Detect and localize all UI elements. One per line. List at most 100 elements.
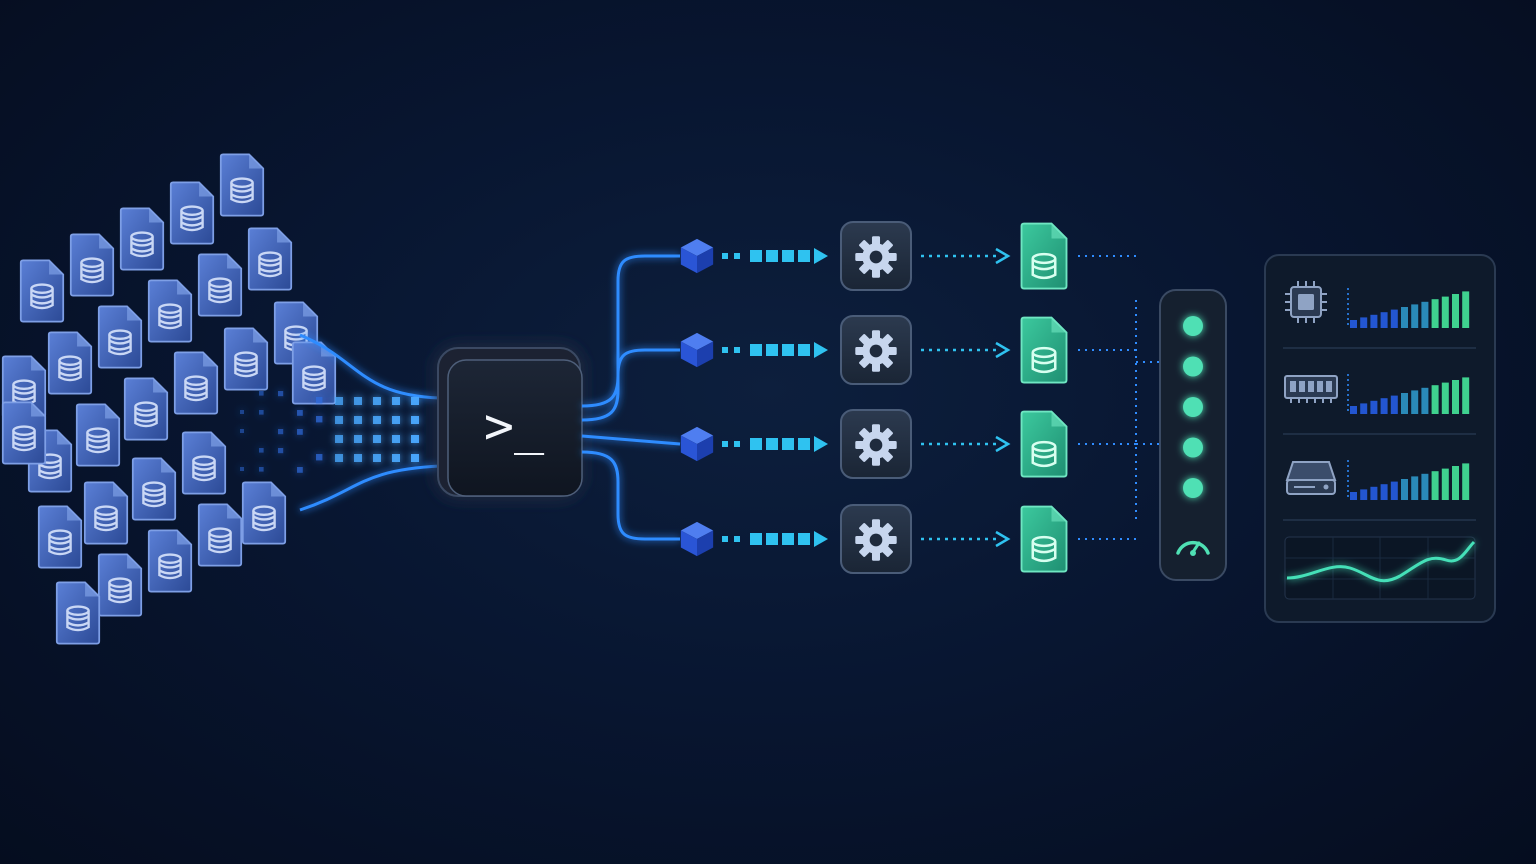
gear-icon: [855, 424, 897, 466]
stream-pixel: [411, 435, 419, 443]
metric-bar: [1452, 380, 1459, 414]
stream-pixel: [278, 391, 284, 397]
metric-bar: [1390, 481, 1398, 500]
cli-terminal: >_: [447, 359, 583, 497]
output-arrow: [921, 435, 1011, 453]
database-file-icon: [83, 481, 129, 545]
pipeline-lanes: [680, 221, 1160, 574]
database-file-icon: [37, 505, 83, 569]
fanout-line: [581, 254, 680, 408]
metric-bar: [1350, 406, 1357, 414]
database-file-icon: [1020, 316, 1068, 384]
stream-pixel: [259, 410, 264, 415]
stream-pixel: [411, 454, 419, 462]
database-file-icon: [197, 253, 243, 317]
ingest-stream-top: [299, 333, 441, 400]
metric-bar: [1401, 479, 1408, 500]
metric-bar: [1421, 301, 1429, 328]
activity-chart: [1284, 536, 1476, 600]
metric-bar: [1370, 314, 1378, 328]
metric-bar: [1390, 309, 1398, 328]
stream-pixel: [316, 454, 323, 461]
database-file-icon: [197, 503, 243, 567]
metric-bar: [1350, 320, 1357, 328]
metric-bar: [1441, 296, 1449, 328]
database-file-icon: [1, 401, 47, 465]
status-dot: [1183, 316, 1203, 336]
metric-bar: [1441, 468, 1449, 500]
metric-bar: [1401, 307, 1408, 328]
database-file-icon: [169, 181, 215, 245]
stream-pixel: [392, 435, 400, 443]
output-arrow: [921, 341, 1011, 359]
fanout-line: [581, 348, 680, 422]
metric-bar: [1360, 489, 1368, 500]
database-file-icon: [1020, 505, 1068, 573]
ingest-streams: [299, 333, 441, 512]
status-dot: [1183, 437, 1203, 458]
monitor-panel: [1264, 254, 1496, 623]
fanout-line: [581, 450, 680, 541]
source-files-group: [1, 153, 337, 645]
database-file-icon: [119, 207, 165, 271]
metric-bar: [1462, 463, 1470, 500]
metric-bar: [1411, 390, 1419, 414]
stream-pixel: [373, 416, 381, 424]
stream-pixel: [373, 435, 381, 443]
hard-drive-icon: [1285, 461, 1337, 495]
stream-pixel: [240, 410, 244, 414]
database-file-icon: [97, 305, 143, 369]
metric-bar: [1380, 484, 1388, 500]
metric-bar: [1360, 403, 1368, 414]
metric-bar: [1421, 473, 1429, 500]
stream-pixel: [278, 448, 284, 454]
fanout-line: [581, 434, 681, 446]
stream-pixel: [392, 416, 400, 424]
stream-pixel: [373, 397, 381, 405]
database-file-icon: [131, 457, 177, 521]
database-file-icon: [55, 581, 101, 645]
metric-bar: [1421, 387, 1429, 414]
database-file-icon: [19, 259, 65, 323]
metric-bar: [1380, 312, 1388, 328]
database-file-icon: [147, 529, 193, 593]
chunk-arrow: [722, 531, 828, 547]
stream-pixel: [354, 397, 362, 405]
metric-bar: [1380, 398, 1388, 414]
database-file-icon: [123, 377, 169, 441]
metric-bars: [1347, 288, 1470, 500]
metric-bar: [1360, 317, 1368, 328]
stream-pixel: [354, 416, 362, 424]
fanout-lines: [581, 254, 681, 541]
stream-pixel: [392, 454, 400, 462]
metric-bar: [1370, 486, 1378, 500]
status-dot: [1183, 478, 1203, 498]
chunk-arrow: [722, 248, 828, 264]
stream-pixel: [316, 416, 323, 423]
metric-bar: [1411, 476, 1419, 500]
metric-bar: [1401, 393, 1408, 414]
stream-pixel: [373, 454, 381, 462]
stream-pixel: [240, 429, 244, 433]
metric-bar: [1370, 400, 1378, 414]
database-file-icon: [247, 227, 293, 291]
database-file-icon: [223, 327, 269, 391]
database-file-icon: [1020, 410, 1068, 478]
cube-icon: [680, 332, 714, 368]
ingest-pixel-stream: [240, 391, 419, 473]
metric-bar: [1462, 377, 1470, 414]
metric-bar: [1441, 382, 1449, 414]
stream-pixel: [354, 454, 362, 462]
metric-bar: [1452, 294, 1459, 328]
metric-bar: [1452, 466, 1459, 500]
stream-pixel: [335, 397, 343, 405]
database-file-icon: [47, 331, 93, 395]
metric-bar: [1411, 304, 1419, 328]
stream-pixel: [354, 435, 362, 443]
gear-icon: [855, 330, 897, 372]
database-file-icon: [241, 481, 287, 545]
database-file-icon: [181, 431, 227, 495]
database-file-icon: [1020, 222, 1068, 290]
waveform-chart-icon: [1286, 540, 1476, 583]
